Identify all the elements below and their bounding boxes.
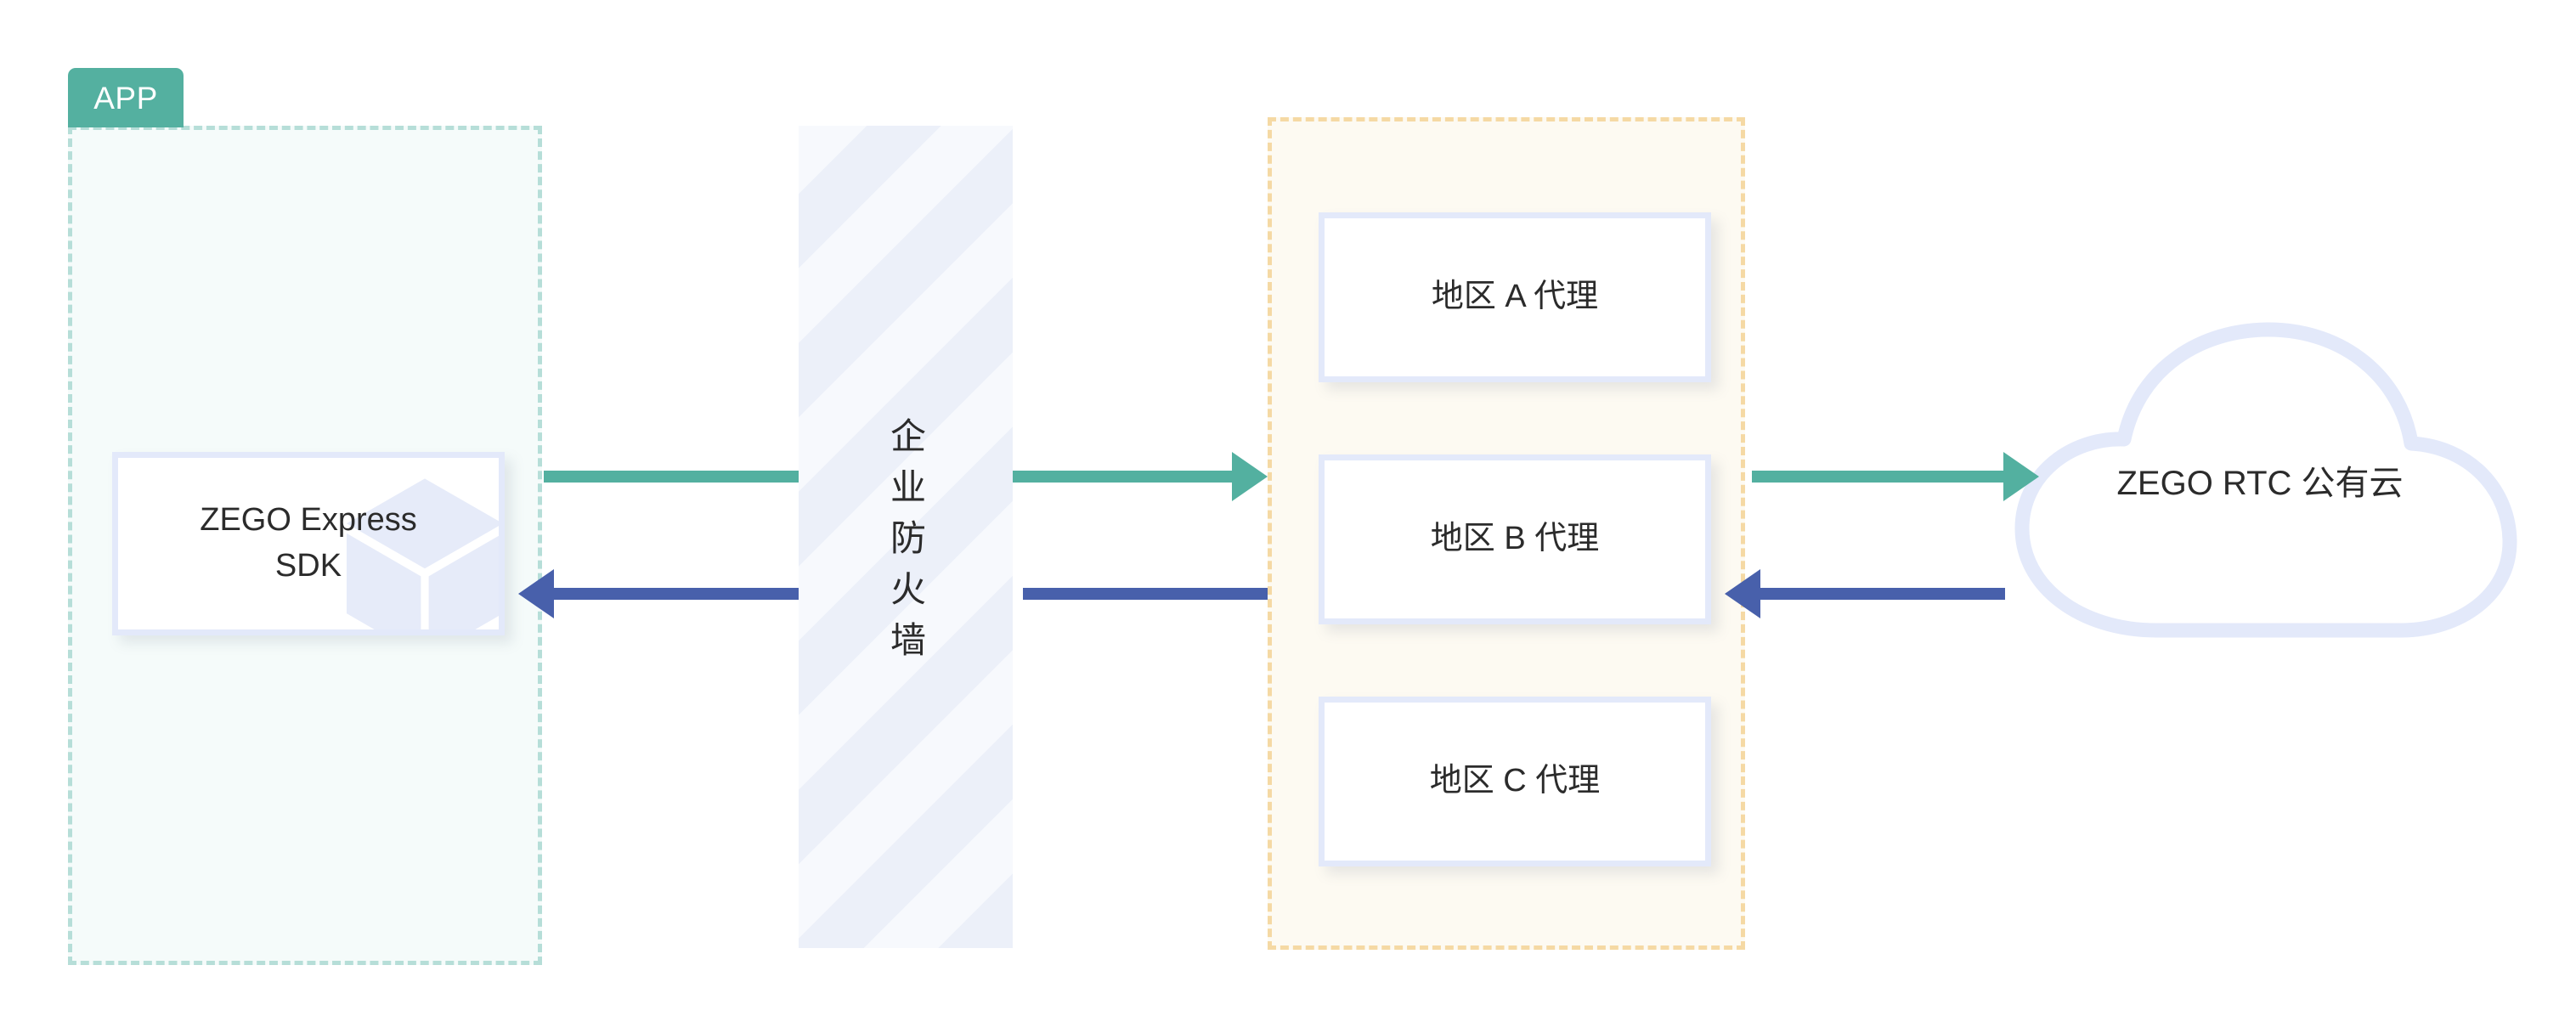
downlink-arrow-firewall-to-sdk <box>518 569 799 618</box>
uplink-arrow-shaft <box>1752 471 2003 483</box>
proxy-node-a-label: 地区 A 代理 <box>1431 279 1599 315</box>
uplink-arrow-firewall-to-proxy <box>1013 452 1268 501</box>
downlink-arrow-shaft <box>1760 588 2005 600</box>
proxy-node-c[interactable]: 地区 C 代理 <box>1319 697 1711 866</box>
proxy-node-a[interactable]: 地区 A 代理 <box>1319 212 1711 382</box>
uplink-arrow-head <box>2003 452 2039 501</box>
downlink-arrow-shaft <box>1023 588 1268 600</box>
zego-express-sdk-label: ZEGO Express SDK <box>200 502 417 584</box>
app-zone-tab: APP <box>68 68 184 127</box>
downlink-arrow-head <box>1725 569 1760 618</box>
downlink-arrow-shaft <box>554 588 799 600</box>
uplink-arrow-head <box>1232 452 1268 501</box>
cloud-icon <box>2014 322 2517 638</box>
uplink-arrow-shaft <box>544 471 799 483</box>
downlink-arrow-cloud-to-proxy <box>1725 569 2005 618</box>
proxy-node-b[interactable]: 地区 B 代理 <box>1319 454 1711 624</box>
uplink-arrow-sdk-to-firewall <box>544 471 799 483</box>
zego-express-sdk-node[interactable]: ZEGO Express SDK <box>112 452 505 635</box>
proxy-node-c-label: 地区 C 代理 <box>1429 763 1601 799</box>
downlink-arrow-head <box>518 569 554 618</box>
uplink-arrow-shaft <box>1013 471 1232 483</box>
enterprise-firewall-band: 企业防火墙 <box>799 126 1013 948</box>
zego-rtc-public-cloud-label: ZEGO RTC 公有云 <box>2116 465 2404 502</box>
zego-rtc-public-cloud-node[interactable]: ZEGO RTC 公有云 <box>1988 314 2532 646</box>
downlink-arrow-proxy-to-firewall <box>1023 588 1268 600</box>
uplink-arrow-proxy-to-cloud <box>1752 452 2039 501</box>
enterprise-firewall-label: 企业防火墙 <box>885 417 926 672</box>
app-zone-tab-label: APP <box>93 80 158 116</box>
proxy-node-b-label: 地区 B 代理 <box>1430 521 1600 557</box>
